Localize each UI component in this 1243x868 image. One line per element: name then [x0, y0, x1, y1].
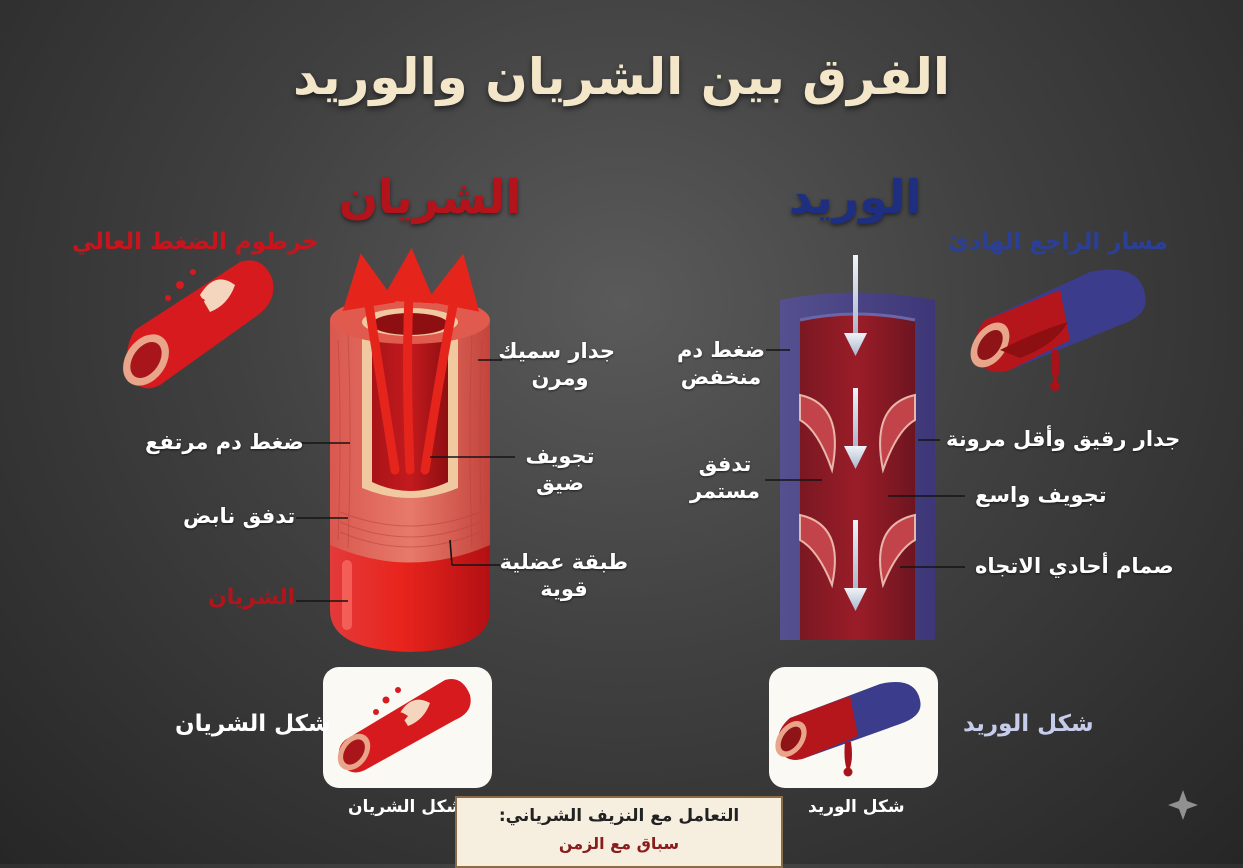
artery-shape-label: شكل الشريان: [175, 711, 331, 737]
label-continuous-flow: تدفق مستمر: [685, 451, 765, 505]
label-narrow-lumen-line2: ضيق: [536, 471, 584, 495]
vein-cutaway: [780, 255, 935, 640]
label-artery: الشريان: [208, 585, 296, 610]
artery-heading: الشريان: [338, 170, 522, 224]
label-narrow-lumen: تجويف ضيق: [520, 443, 600, 497]
artery-thumbnail: [323, 667, 492, 788]
page-title: الفرق بين الشريان والوريد: [292, 48, 950, 106]
label-thin-wall: جدار رقيق وأقل مرونة: [946, 427, 1181, 451]
label-low-pressure-line1: ضغط دم: [676, 338, 766, 362]
label-pulsatile-flow: تدفق نابض: [183, 504, 296, 528]
label-high-pressure: ضغط دم مرتفع: [145, 430, 304, 454]
label-one-way-valve: صمام أحادي الاتجاه: [975, 554, 1174, 578]
vein-side-title: مسار الراجع الهادئ: [948, 229, 1168, 255]
label-narrow-lumen-line1: تجويف: [525, 444, 595, 468]
banner-title: التعامل مع النزيف الشرياني:: [498, 806, 740, 826]
sparkle-icon: [1168, 790, 1198, 820]
label-low-pressure: ضغط دم منخفض: [675, 337, 767, 391]
artery-caption: شكل الشريان: [348, 797, 464, 817]
label-thick-wall-line1: جدار سميك: [498, 339, 615, 363]
vein-heading: الوريد: [788, 170, 922, 224]
label-wide-lumen: تجويف واسع: [975, 483, 1107, 507]
label-muscle-layer: طبقة عضلية قوية: [500, 549, 628, 603]
artery-cutaway: [330, 248, 490, 652]
label-continuous-flow-line2: مستمر: [689, 479, 761, 503]
vein-caption: شكل الوريد: [808, 797, 905, 817]
artery-side-illustration: [123, 260, 274, 389]
vein-side-illustration: [970, 269, 1146, 391]
label-continuous-flow-line1: تدفق: [698, 452, 752, 476]
label-muscle-layer-line1: طبقة عضلية: [499, 550, 628, 574]
artery-side-title: خرطوم الضغط العالي: [72, 229, 319, 255]
banner-subtitle: سباق مع الزمن: [558, 834, 680, 853]
label-thick-wall-line2: ومرن: [531, 366, 589, 390]
vein-thumbnail: [769, 667, 938, 788]
vein-shape-label: شكل الوريد: [963, 711, 1094, 737]
bottom-banner: التعامل مع النزيف الشرياني: سباق مع الزم…: [455, 796, 783, 868]
label-thick-wall: جدار سميك ومرن: [498, 338, 615, 392]
connector-lines: [296, 349, 965, 602]
label-low-pressure-line2: منخفض: [680, 365, 762, 389]
label-muscle-layer-line2: قوية: [540, 577, 588, 601]
